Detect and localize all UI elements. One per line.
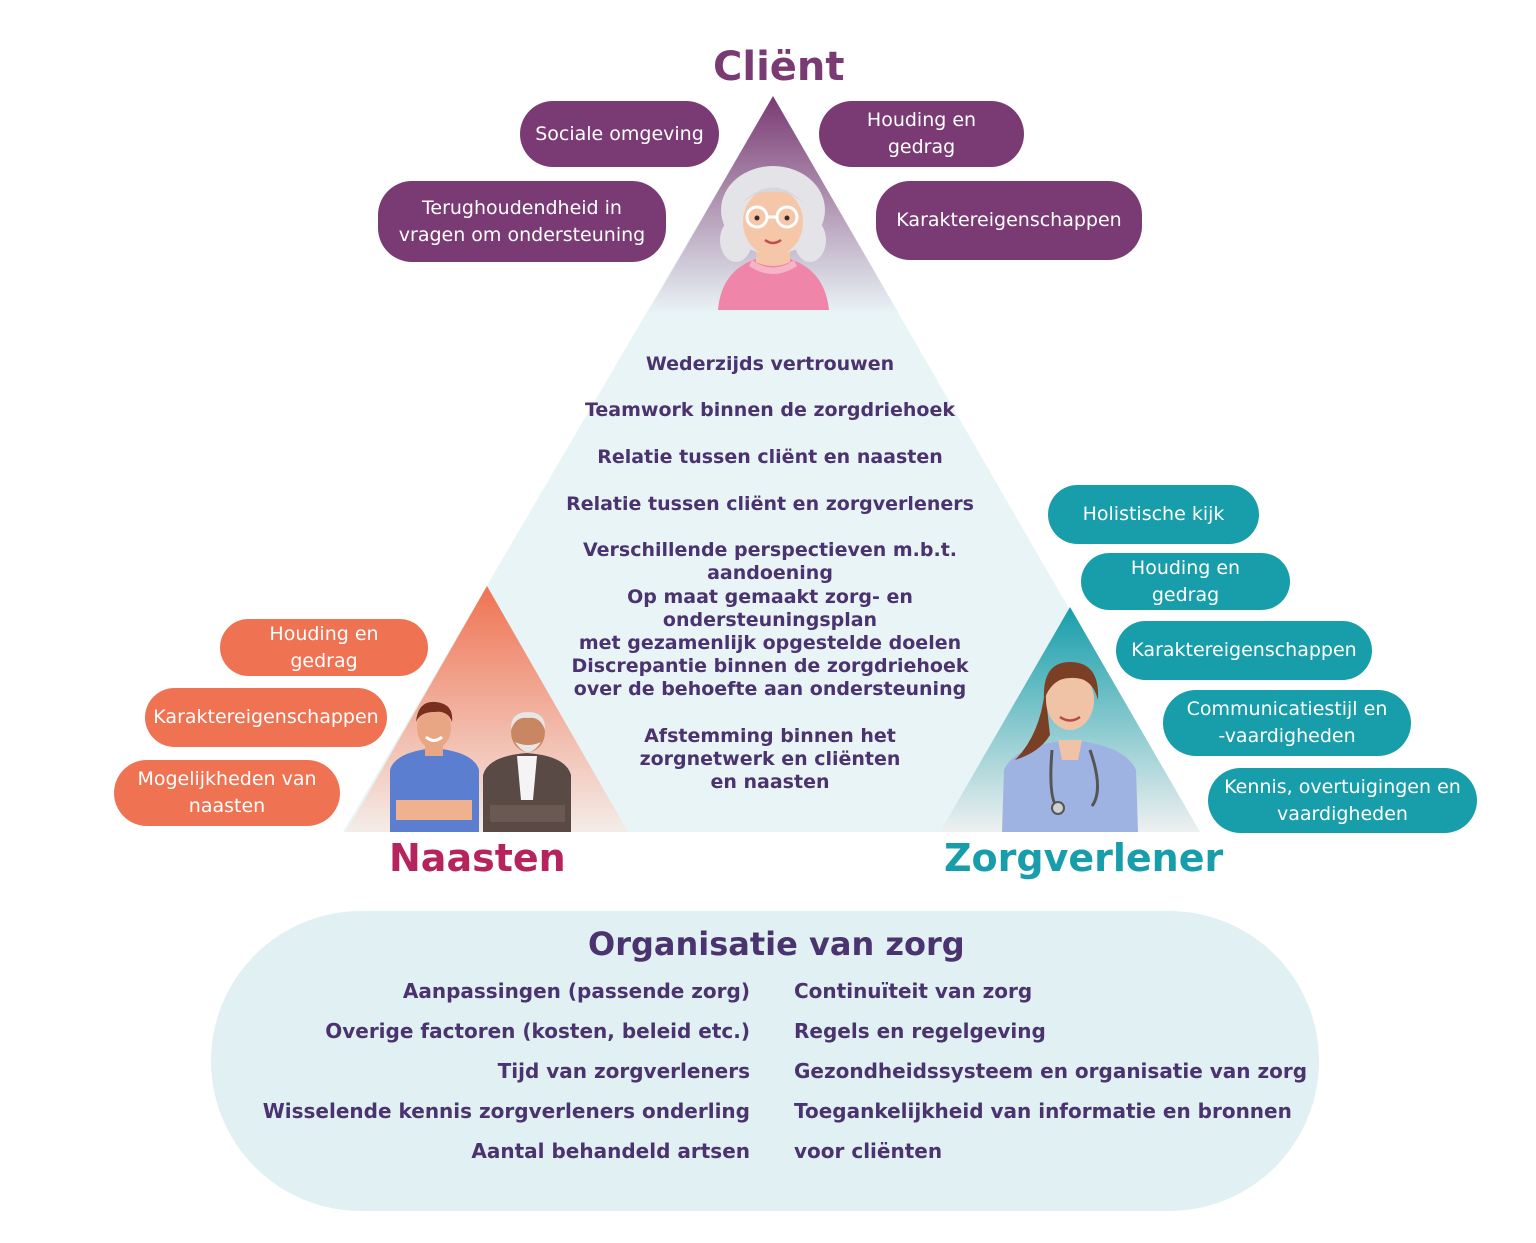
zorgverlener-factor-karaktereigenschappen: Karaktereigenschappen — [1116, 621, 1372, 680]
naasten-title: Naasten — [389, 836, 566, 880]
organisatie-right-item: voor cliënten — [794, 1139, 943, 1163]
organisatie-right-item: Gezondheidssysteem en organisatie van zo… — [794, 1059, 1308, 1083]
organisatie-title: Organisatie van zorg — [588, 925, 965, 963]
naasten-illustration — [390, 701, 571, 832]
organisatie-right-item: Regels en regelgeving — [794, 1019, 1046, 1043]
elderly-client-illustration — [718, 166, 829, 310]
center-item-teamwork: Teamwork binnen de zorgdriehoek — [584, 399, 956, 421]
center-item-verschillende-perspectieven: Verschillende perspectieven m.b.t. aando… — [582, 539, 958, 584]
organisatie-left-item: Wisselende kennis zorgverleners onderlin… — [262, 1099, 750, 1123]
naasten-factor-mogelijkheden: Mogelijkheden van naasten — [114, 760, 340, 826]
center-item-discrepantie: Discrepantie binnen de zorgdriehoek over… — [571, 655, 969, 700]
center-item-wederzijds-vertrouwen: Wederzijds vertrouwen — [645, 353, 895, 375]
client-factor-sociale-omgeving: Sociale omgeving — [520, 101, 719, 167]
client-title: Cliënt — [713, 44, 845, 90]
main-triangle — [343, 96, 1198, 832]
center-item-relatie-client-zorgverleners: Relatie tussen cliënt en zorgverleners — [566, 493, 974, 515]
center-item-relatie-client-naasten: Relatie tussen cliënt en naasten — [597, 446, 943, 468]
client-factor-karaktereigenschappen: Karaktereigenschappen — [876, 181, 1142, 260]
zorgverlener-title: Zorgverlener — [944, 836, 1224, 880]
zorgverlener-illustration — [1002, 662, 1138, 832]
organisatie-left-item: Tijd van zorgverleners — [497, 1059, 750, 1083]
naasten-factor-houding-en-gedrag: Houding en gedrag — [220, 619, 428, 676]
client-factor-terughoudendheid: Terughoudendheid in vragen om ondersteun… — [378, 181, 666, 262]
organisatie-block — [211, 911, 1319, 1211]
organisatie-right-item: Toegankelijkheid van informatie en bronn… — [794, 1099, 1292, 1123]
zorgverlener-factor-kennis: Kennis, overtuigingen en vaardigheden — [1208, 768, 1477, 833]
zorgverlener-factor-communicatiestijl: Communicatiestijl en -vaardigheden — [1163, 690, 1411, 756]
naasten-factor-karaktereigenschappen: Karaktereigenschappen — [145, 688, 387, 747]
organisatie-left-item: Overige factoren (kosten, beleid etc.) — [325, 1019, 750, 1043]
organisatie-right-item: Continuïteit van zorg — [794, 979, 1033, 1003]
zorgverlener-factor-houding-en-gedrag: Houding en gedrag — [1081, 553, 1290, 610]
client-factor-houding-en-gedrag: Houding en gedrag — [819, 101, 1024, 167]
center-item-afstemming: Afstemming binnen het zorgnetwerk en cli… — [639, 725, 901, 793]
zorgverlener-factor-holistische-kijk: Holistische kijk — [1048, 485, 1259, 544]
organisatie-left-item: Aantal behandeld artsen — [471, 1139, 750, 1163]
organisatie-left-item: Aanpassingen (passende zorg) — [402, 979, 750, 1003]
center-item-zorgplan: Op maat gemaakt zorg- en ondersteuningsp… — [578, 586, 962, 654]
